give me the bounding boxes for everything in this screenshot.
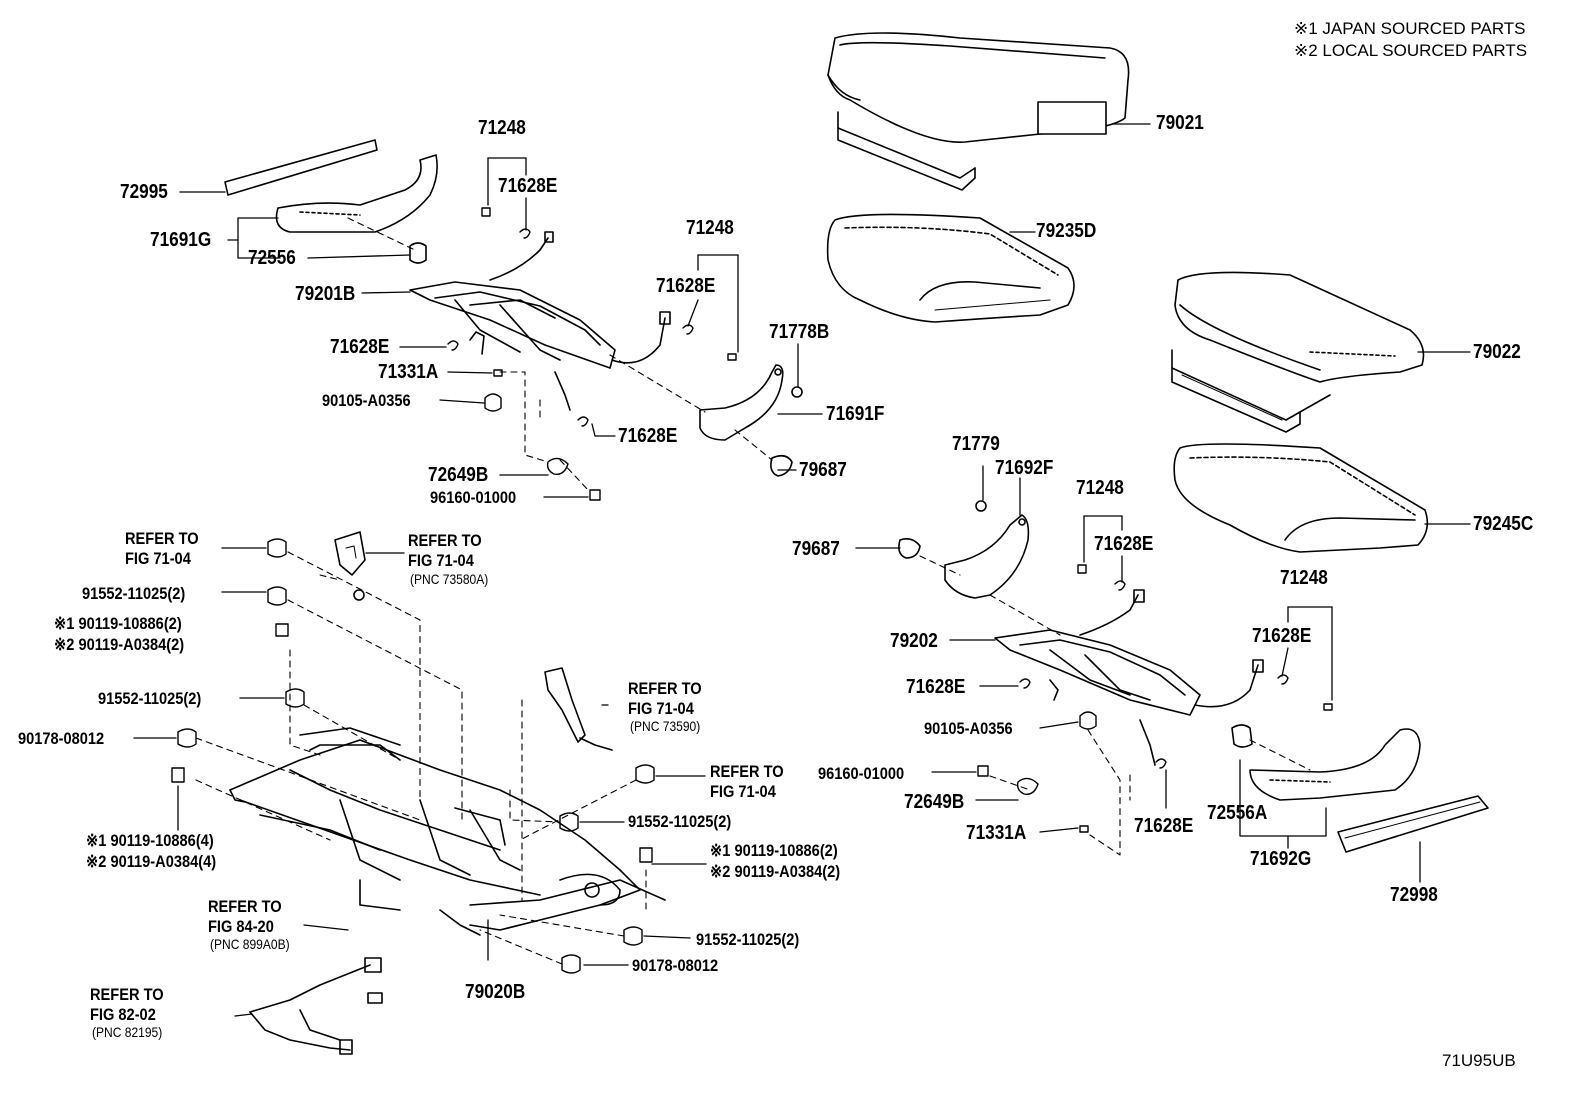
part-label-72556[interactable]: 72556 (248, 247, 296, 269)
part-label-79022[interactable]: 79022 (1473, 341, 1521, 363)
refer-label-1-line1[interactable]: REFER TO (125, 529, 199, 548)
part-label-71331A-a[interactable]: 71331A (378, 361, 439, 383)
refer-label-6-line3: (PNC 82195) (92, 1024, 163, 1040)
part-label-79201B[interactable]: 79201B (295, 283, 356, 305)
part-label-71248-d[interactable]: 71248 (1280, 567, 1328, 589)
part-label-71691G[interactable]: 71691G (150, 229, 212, 251)
refer-label-3-line2[interactable]: FIG 71-04 (628, 699, 694, 718)
part-label-72995[interactable]: 72995 (120, 181, 168, 203)
part-label-90119-A0384-c[interactable]: ※2 90119-A0384(2) (710, 862, 841, 881)
part-label-90105-A0356-b[interactable]: 90105-A0356 (924, 719, 1013, 738)
part-label-96160-01000-b[interactable]: 96160-01000 (818, 764, 905, 783)
part-label-71779[interactable]: 71779 (952, 433, 1000, 455)
part-label-79021[interactable]: 79021 (1156, 112, 1204, 134)
part-label-71628E-h[interactable]: 71628E (1134, 815, 1194, 837)
seat-frame-79202 (994, 589, 1264, 766)
leader-lines (133, 123, 1471, 1017)
part-label-90178-08012-b[interactable]: 90178-08012 (632, 956, 719, 975)
part-label-72649B-a[interactable]: 72649B (428, 464, 489, 486)
refer-label-3-line3: (PNC 73590) (630, 718, 701, 734)
part-label-71628E-e[interactable]: 71628E (1094, 533, 1154, 555)
refer-label-4-line1[interactable]: REFER TO (710, 762, 784, 781)
seat-shield-71692G (1231, 724, 1421, 801)
seat-pad-79245C (1173, 443, 1429, 553)
part-label-71331A-b[interactable]: 71331A (966, 822, 1027, 844)
part-label-79245C[interactable]: 79245C (1473, 513, 1534, 535)
part-label-90105-A0356-a[interactable]: 90105-A0356 (322, 391, 411, 410)
seat-belt-buckle-73580A (334, 531, 366, 601)
wire-harness (249, 957, 383, 1055)
seat-base-frame-79020B (229, 727, 666, 936)
seat-frame-79201B (409, 231, 671, 411)
part-label-71628E-f[interactable]: 71628E (1252, 625, 1312, 647)
refer-label-5-line1[interactable]: REFER TO (208, 897, 282, 916)
refer-label-5-line2[interactable]: FIG 84-20 (208, 917, 274, 936)
part-label-71628E-d[interactable]: 71628E (618, 425, 678, 447)
part-label-79020B[interactable]: 79020B (465, 981, 526, 1003)
assembly-dashed-lines (195, 217, 1311, 965)
seat-cushion-79022 (1171, 271, 1425, 433)
part-label-72556A[interactable]: 72556A (1207, 802, 1268, 824)
part-label-72649B-b[interactable]: 72649B (904, 791, 965, 813)
refer-label-1-line2[interactable]: FIG 71-04 (125, 549, 191, 568)
part-label-71778B[interactable]: 71778B (769, 321, 830, 343)
note-local-sourced: ※2 LOCAL SOURCED PARTS (1294, 41, 1528, 60)
part-label-71248-a[interactable]: 71248 (478, 117, 526, 139)
part-label-72998[interactable]: 72998 (1390, 884, 1438, 906)
part-label-79202[interactable]: 79202 (890, 630, 938, 652)
trim-strip-72998 (1337, 795, 1489, 853)
refer-label-2-line1[interactable]: REFER TO (408, 531, 482, 550)
part-label-71628E-a[interactable]: 71628E (498, 175, 558, 197)
part-label-91552-11025-a[interactable]: 91552-11025(2) (82, 584, 186, 603)
refer-label-4-line2[interactable]: FIG 71-04 (710, 782, 776, 801)
part-label-90119-10886-c[interactable]: ※1 90119-10886(2) (710, 841, 838, 860)
part-label-71691F[interactable]: 71691F (826, 403, 885, 425)
part-label-71248-b[interactable]: 71248 (686, 217, 734, 239)
part-label-91552-11025-b[interactable]: 91552-11025(2) (98, 689, 202, 708)
seat-shield-71691G (275, 154, 438, 264)
seat-shield-71691F (699, 364, 803, 477)
seat-belt-buckle-73590 (544, 667, 613, 751)
part-label-71692F[interactable]: 71692F (995, 457, 1054, 479)
part-label-90119-A0384-a[interactable]: ※2 90119-A0384(2) (54, 635, 185, 654)
part-label-90119-10886-b[interactable]: ※1 90119-10886(4) (86, 831, 214, 850)
seat-pad-79235D (826, 213, 1075, 323)
seat-shield-71692F (898, 500, 1030, 599)
refer-label-6-line2[interactable]: FIG 82-02 (90, 1005, 156, 1024)
refer-label-5-line3: (PNC 899A0B) (210, 936, 290, 952)
part-label-71628E-g[interactable]: 71628E (906, 676, 966, 698)
part-label-91552-11025-d[interactable]: 91552-11025(2) (696, 930, 800, 949)
part-label-91552-11025-c[interactable]: 91552-11025(2) (628, 812, 732, 831)
part-label-71692G[interactable]: 71692G (1250, 848, 1312, 870)
diagram-code: 71U95UB (1442, 1051, 1516, 1070)
part-label-90119-A0384-b[interactable]: ※2 90119-A0384(4) (86, 852, 217, 871)
part-label-71248-c[interactable]: 71248 (1076, 477, 1124, 499)
refer-label-6-line1[interactable]: REFER TO (90, 985, 164, 1004)
refer-label-2-line2[interactable]: FIG 71-04 (408, 551, 474, 570)
part-label-79235D[interactable]: 79235D (1036, 220, 1097, 242)
refer-label-2-line3: (PNC 73580A) (410, 571, 489, 587)
refer-label-3-line1[interactable]: REFER TO (628, 679, 702, 698)
part-label-96160-01000-a[interactable]: 96160-01000 (430, 488, 517, 507)
trim-strip-72995 (224, 139, 378, 196)
part-label-71628E-c[interactable]: 71628E (330, 336, 390, 358)
note-japan-sourced: ※1 JAPAN SOURCED PARTS (1294, 19, 1526, 38)
part-label-90119-10886-a[interactable]: ※1 90119-10886(2) (54, 614, 182, 633)
part-label-90178-08012-a[interactable]: 90178-08012 (18, 729, 105, 748)
seat-cushion-79021 (827, 32, 1130, 191)
part-label-79687-a[interactable]: 79687 (799, 459, 847, 481)
part-label-79687-b[interactable]: 79687 (792, 538, 840, 560)
part-label-71628E-b[interactable]: 71628E (656, 275, 716, 297)
